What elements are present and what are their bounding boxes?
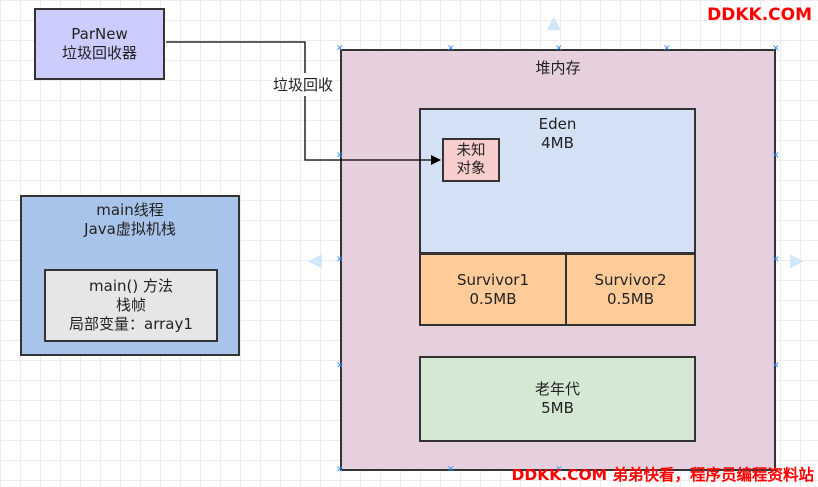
old-gen-line-2: 5MB	[541, 399, 574, 417]
eden-line-2: 4MB	[541, 134, 574, 152]
survivor2-box[interactable]: Survivor2 0.5MB	[565, 253, 696, 326]
collector-line-2: 垃圾回收器	[61, 44, 137, 62]
old-generation-box[interactable]: 老年代 5MB	[419, 356, 696, 442]
gc-arrow-connector[interactable]	[166, 41, 441, 165]
old-gen-line-1: 老年代	[534, 380, 580, 398]
eden-line-1: Eden	[538, 115, 577, 133]
survivor1-line-1: Survivor1	[456, 270, 529, 289]
selection-handle-icon[interactable]: ✕	[555, 465, 563, 475]
thread-line-1: main线程	[96, 201, 164, 219]
frame-line-2: 栈帧	[115, 296, 146, 314]
heap-label: 堆内存	[535, 59, 581, 77]
selection-handle-icon[interactable]: ✕	[555, 44, 563, 54]
selection-handle-icon[interactable]: ✕	[447, 44, 455, 54]
arrow-right-icon[interactable]: ▶	[790, 250, 804, 271]
selection-handle-icon[interactable]: ✕	[336, 151, 344, 161]
gc-arrow-label: 垃圾回收	[272, 73, 335, 96]
selection-handle-icon[interactable]: ✕	[772, 361, 780, 371]
parnew-collector-box[interactable]: ParNew 垃圾回收器	[34, 8, 165, 80]
main-thread-stack-box[interactable]: main线程 Java虚拟机栈 main() 方法 栈帧 局部变量：array1	[20, 195, 240, 356]
frame-line-3: 局部变量：array1	[69, 315, 193, 333]
brand-watermark-top: DDKK.COM	[707, 5, 812, 25]
selection-handle-icon[interactable]: ✕	[336, 44, 344, 54]
arrow-up-icon[interactable]: ▲	[547, 12, 561, 33]
main-method-frame-box[interactable]: main() 方法 栈帧 局部变量：array1	[44, 269, 218, 342]
survivor1-line-2: 0.5MB	[469, 289, 517, 308]
unknown-object-box[interactable]: 未知 对象	[442, 138, 500, 182]
selection-handle-icon[interactable]: ✕	[336, 465, 344, 475]
selection-handle-icon[interactable]: ✕	[772, 44, 780, 54]
collector-line-1: ParNew	[71, 25, 128, 43]
selection-handle-icon[interactable]: ✕	[772, 255, 780, 265]
unknown-object-line-2: 对象	[456, 161, 486, 177]
selection-handle-icon[interactable]: ✕	[772, 151, 780, 161]
selection-handle-icon[interactable]: ✕	[447, 465, 455, 475]
survivor1-box[interactable]: Survivor1 0.5MB	[419, 253, 567, 326]
survivor2-line-1: Survivor2	[594, 270, 667, 289]
unknown-object-line-1: 未知	[456, 143, 486, 159]
selection-handle-icon[interactable]: ✕	[663, 44, 671, 54]
selection-handle-icon[interactable]: ✕	[336, 255, 344, 265]
frame-line-1: main() 方法	[89, 277, 173, 295]
arrow-left-icon[interactable]: ◀	[308, 250, 322, 271]
thread-line-2: Java虚拟机栈	[84, 220, 176, 238]
brand-watermark-bottom: DDKK.COM 弟弟快看，程序员编程资料站	[511, 466, 814, 484]
selection-handle-icon[interactable]: ✕	[336, 361, 344, 371]
survivor2-line-2: 0.5MB	[606, 289, 655, 308]
